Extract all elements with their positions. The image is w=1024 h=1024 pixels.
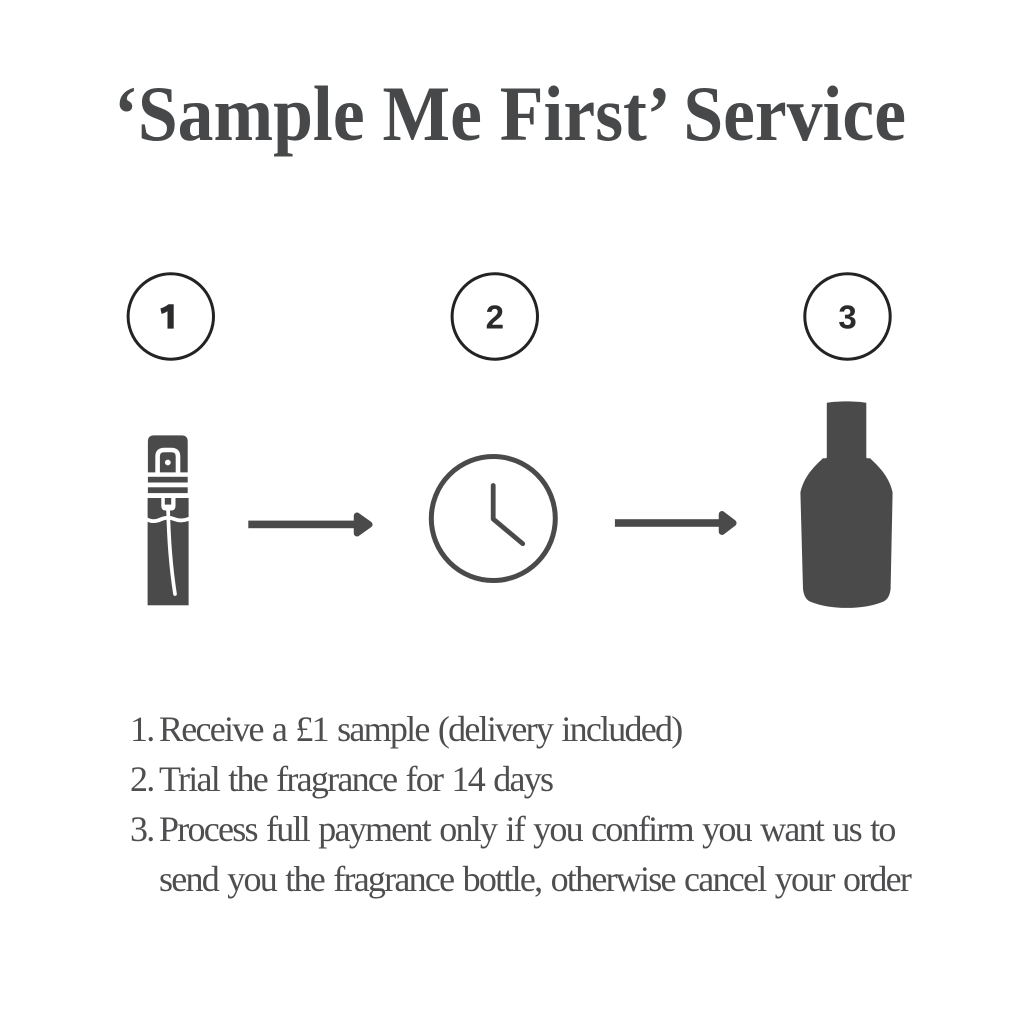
svg-text:2: 2 (486, 298, 504, 335)
svg-text:3: 3 (838, 298, 856, 335)
